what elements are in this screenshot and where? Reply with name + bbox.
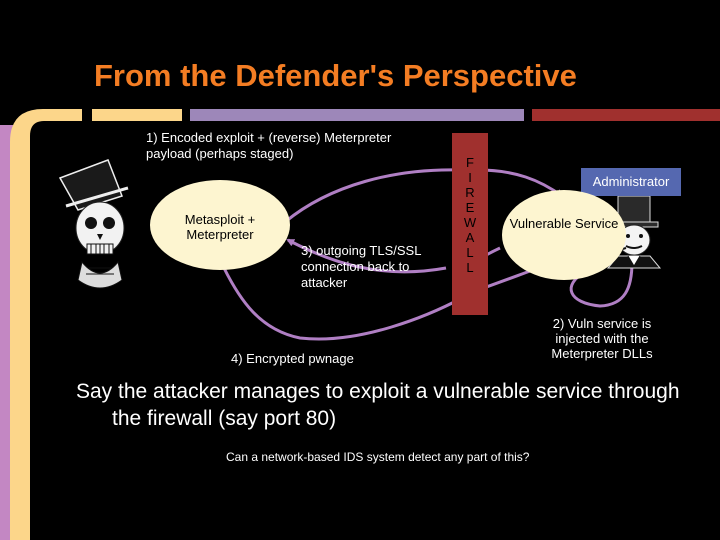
statement-text: Say the attacker manages to exploit a vu… [76, 378, 696, 432]
firewall-letter: W [463, 215, 477, 230]
man-top-hat-pipe-icon [606, 195, 662, 269]
node-metasploit-label: Metasploit + Meterpreter [184, 212, 256, 242]
administrator-box: Administrator [581, 168, 681, 196]
label-injected: 2) Vuln service is injected with the Met… [551, 316, 653, 361]
firewall-letter: L [466, 260, 474, 275]
arrow-pwnage-left [222, 267, 463, 341]
arrow-exploit-to-firewall [284, 168, 463, 224]
firewall-letters: F I R E W A L L [460, 155, 480, 275]
firewall-letter: A [465, 230, 475, 245]
skull-top-hat-icon [58, 159, 129, 289]
arrow-callback-left [286, 238, 447, 274]
firewall-letter: R [465, 185, 475, 200]
firewall: F I R E W A L L [452, 133, 488, 315]
label-outgoing: 3) outgoing TLS/SSL connection back to a… [301, 243, 421, 290]
node-metasploit: Metasploit + Meterpreter [150, 180, 290, 270]
node-vulnerable-service: Vulnerable Service [502, 190, 626, 280]
top-bar-red [532, 109, 720, 121]
slide-title: From the Defender's Perspective [94, 58, 577, 93]
firewall-letter: F [466, 155, 474, 170]
frame-yellow-corner [10, 109, 82, 540]
firewall-letter: E [465, 200, 475, 215]
node-vulnerable-service-label: Vulnerable Service [509, 216, 619, 231]
firewall-letter: L [466, 245, 474, 260]
top-bar-purple [190, 109, 524, 121]
top-bar-yellow [92, 109, 182, 121]
statement-content: Say the attacker manages to exploit a vu… [76, 380, 680, 430]
question-text: Can a network-based IDS system detect an… [226, 450, 530, 464]
firewall-letter: I [468, 170, 472, 185]
label-pwnage: 4) Encrypted pwnage [231, 351, 354, 366]
arrow-injection-loop [569, 256, 637, 308]
label-payload: 1) Encoded exploit + (reverse) Meterpret… [146, 130, 392, 161]
